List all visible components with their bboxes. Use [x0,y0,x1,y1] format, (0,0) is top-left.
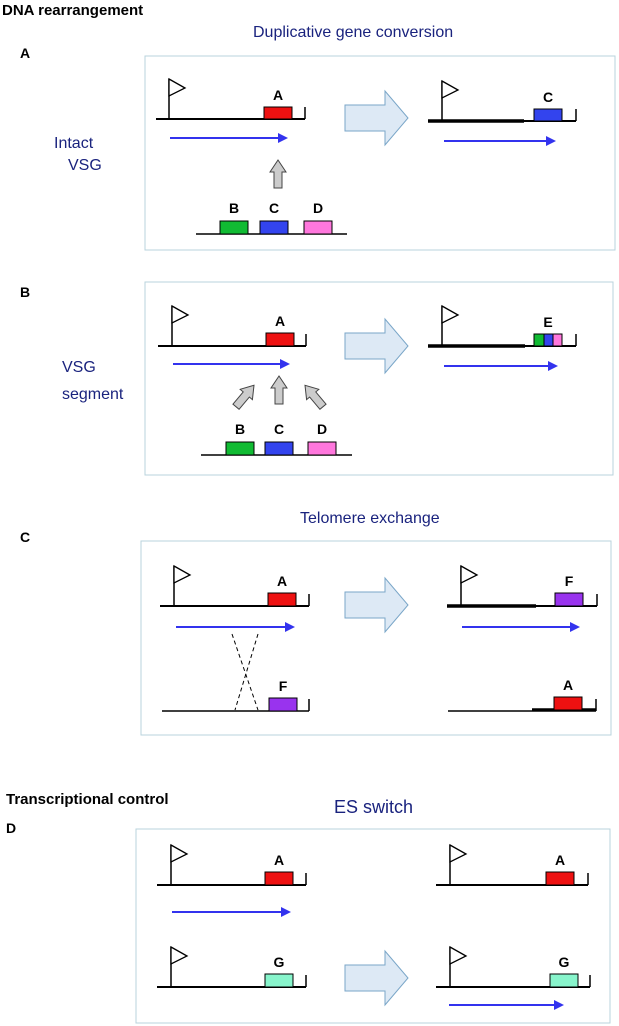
panel-letter-d: D [6,820,16,836]
promoter-flag-icon [441,80,459,122]
gene-label-c: C [269,200,279,216]
panel-c-frame [140,540,612,736]
transition-arrow-icon [344,576,409,634]
recombination-arrow-icon [232,384,255,411]
gene-label-a: A [275,313,285,329]
panel-a: A Duplicative gene conversion Intact VSG… [20,24,616,251]
gene-box-c-expressed [533,108,563,122]
gene-label-b: B [229,200,239,216]
gene-box-a [265,332,295,347]
gene-label-a: A [277,573,287,589]
transcription-arrowhead-icon [548,361,558,371]
gene-label-d: D [313,200,323,216]
panel-c-title: Telomere exchange [300,510,440,527]
gene-box-c [259,220,289,235]
transcription-arrowhead-icon [546,136,556,146]
promoter-flag-icon [449,946,467,988]
transcription-arrowhead-icon [281,907,291,917]
gene-box-a [264,871,294,886]
gene-box-f [268,697,298,712]
gene-label-a-silenced: A [555,852,565,868]
panel-letter-c: C [20,529,30,545]
promoter-flag-icon [173,565,191,607]
panel-d: D ES switch A G A G [6,797,611,1024]
gene-label-a: A [273,87,283,103]
transition-arrow-icon [344,949,409,1007]
panel-a-frame [144,55,616,251]
recombination-arrow-icon [270,375,288,405]
transcription-arrowhead-icon [554,1000,564,1010]
transcription-arrowhead-icon [280,359,290,369]
gene-label-a: A [274,852,284,868]
gene-box-d [303,220,333,235]
gene-box-e-mosaic [533,333,563,347]
gene-box-c [264,441,294,456]
gene-label-a-silent: A [563,677,573,693]
panel-letter-a: A [20,45,30,61]
panel-b: B VSG segment A B C D E [20,281,614,476]
gene-box-g-activated [549,973,579,988]
panel-b-side-label-line1: VSG [62,359,96,376]
gene-box-a-silent [553,696,583,711]
gene-box-b [219,220,249,235]
panel-c: C Telomere exchange A F F A [20,510,612,736]
promoter-flag-icon [449,844,467,886]
transcription-arrowhead-icon [285,622,295,632]
crossover-line [231,633,259,711]
gene-label-g: G [274,954,285,970]
panel-a-title: Duplicative gene conversion [253,24,453,41]
gene-box-a-silenced [545,871,575,886]
gene-box-g [264,973,294,988]
promoter-flag-icon [168,78,186,120]
crossover-line [234,633,259,711]
gene-box-b [225,441,255,456]
gene-box-d [307,441,337,456]
gene-label-b: B [235,421,245,437]
gene-box-a [263,106,293,120]
header-dna-rearrangement: DNA rearrangement [2,2,143,19]
gene-label-f-expressed: F [565,573,574,589]
gene-label-c: C [274,421,284,437]
panel-a-side-label-line2: VSG [68,157,102,174]
panel-d-title: ES switch [334,797,413,817]
recombination-arrow-icon [304,384,327,411]
panel-d-frame [135,828,611,1024]
gene-label-f: F [279,678,288,694]
panel-b-side-label-line2: segment [62,386,124,403]
recombination-arrow-icon [269,159,287,189]
gene-label-g-activated: G [559,954,570,970]
panel-letter-b: B [20,284,30,300]
gene-label-c-expressed: C [543,89,553,105]
gene-box-f-expressed [554,592,584,607]
promoter-flag-icon [171,305,189,347]
gene-label-d: D [317,421,327,437]
transition-arrow-icon [344,317,409,375]
panel-b-frame [144,281,614,476]
promoter-flag-icon [460,565,478,607]
gene-label-e: E [543,314,552,330]
panel-a-side-label-line1: Intact [54,135,94,152]
gene-box-a [267,592,297,607]
transcription-arrowhead-icon [570,622,580,632]
promoter-flag-icon [441,305,459,347]
promoter-flag-icon [170,946,188,988]
header-transcriptional-control: Transcriptional control [6,791,169,808]
transcription-arrowhead-icon [278,133,288,143]
promoter-flag-icon [170,844,188,886]
transition-arrow-icon [344,89,409,147]
